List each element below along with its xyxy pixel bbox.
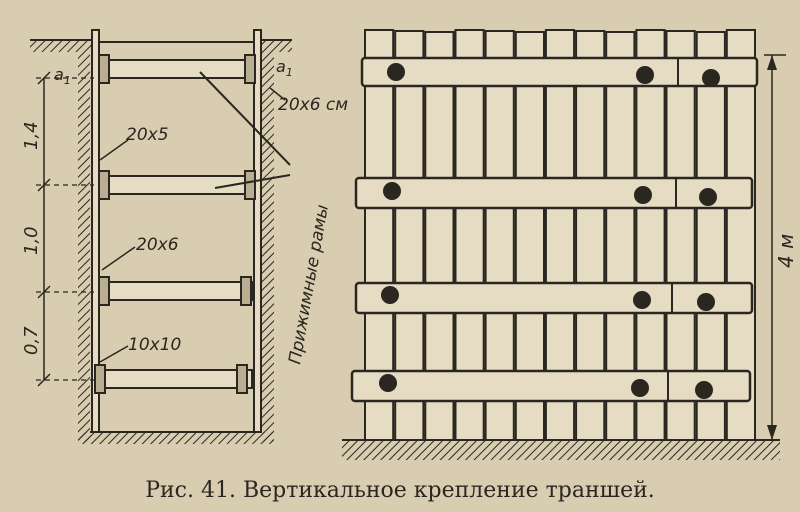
leader-strut-mid bbox=[101, 246, 136, 271]
bolt bbox=[636, 66, 654, 84]
bolt bbox=[695, 381, 713, 399]
wale-2 bbox=[354, 176, 754, 210]
wale-4 bbox=[350, 369, 752, 403]
label-frames: Прижимные рамы bbox=[285, 203, 333, 366]
label-a1-right: a1 bbox=[276, 57, 293, 79]
bolt bbox=[383, 182, 401, 200]
leader-strut-bottom bbox=[99, 345, 129, 363]
label-post: 20х5 bbox=[126, 125, 169, 145]
bolt bbox=[702, 69, 720, 87]
board-left bbox=[91, 29, 100, 433]
strut-3 bbox=[98, 276, 253, 306]
ground-elevation bbox=[342, 440, 780, 460]
leader-frames-2 bbox=[214, 174, 291, 189]
strut-2 bbox=[98, 170, 256, 200]
ground-left bbox=[30, 40, 98, 52]
dim-2: 1,0 bbox=[21, 226, 42, 255]
dim-3: 0,7 bbox=[21, 326, 42, 355]
leader-section bbox=[269, 87, 286, 101]
bolt bbox=[379, 374, 397, 392]
board-right bbox=[253, 29, 262, 433]
dimension-line bbox=[36, 71, 94, 387]
dim-1: 1,4 bbox=[21, 121, 42, 150]
bolt bbox=[633, 291, 651, 309]
wale-1 bbox=[360, 56, 759, 88]
wall-left bbox=[78, 52, 90, 442]
label-section-top: 20х6 см bbox=[278, 95, 348, 115]
figure-caption: Рис. 41. Вертикальное крепление траншей. bbox=[145, 478, 655, 503]
height-dimension bbox=[764, 54, 786, 440]
ground-right bbox=[262, 40, 292, 52]
sheeting-elevation: 4 м bbox=[342, 29, 798, 460]
wale-3 bbox=[354, 281, 754, 315]
leader-frames-1 bbox=[199, 71, 291, 166]
trench-bottom bbox=[78, 432, 274, 444]
label-height: 4 м bbox=[774, 234, 798, 268]
trench-section: a1 a1 1,4 1,0 0,7 20х6 см 20х5 20х6 10х1… bbox=[21, 29, 348, 444]
label-a1-left: a1 bbox=[54, 65, 71, 87]
bolt bbox=[387, 63, 405, 81]
strut-4 bbox=[94, 364, 253, 394]
wall-right bbox=[262, 52, 274, 442]
strut-1 bbox=[98, 54, 256, 84]
bolt bbox=[699, 188, 717, 206]
leader-post bbox=[99, 139, 129, 161]
bolt bbox=[697, 293, 715, 311]
bolt bbox=[381, 286, 399, 304]
bolt bbox=[634, 186, 652, 204]
bolt bbox=[631, 379, 649, 397]
label-strut-mid: 20х6 bbox=[136, 235, 179, 255]
label-strut-bottom: 10х10 bbox=[128, 335, 181, 355]
